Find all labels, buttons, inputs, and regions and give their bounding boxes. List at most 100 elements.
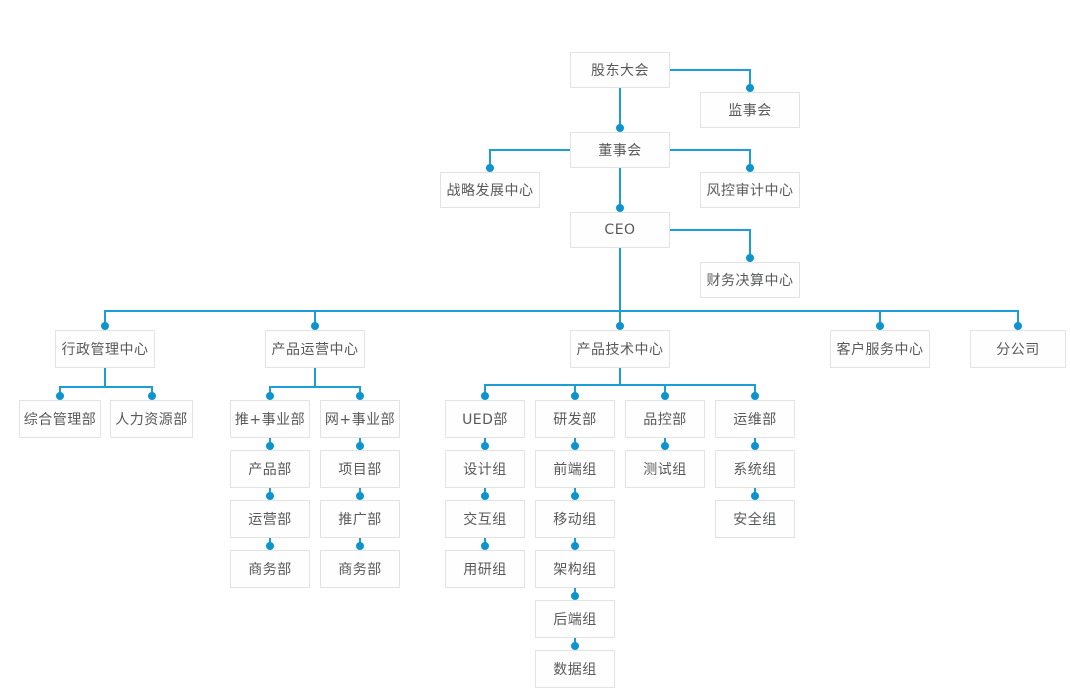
org-node-khfw: 客户服务中心	[830, 330, 930, 368]
connector-dot	[571, 592, 579, 600]
org-node-label: 移动组	[553, 512, 597, 528]
org-node-pkb: 品控部	[625, 400, 705, 438]
connector-dot	[266, 492, 274, 500]
connector-dot	[571, 442, 579, 450]
connector-line	[619, 310, 621, 328]
org-node-jsh: 监事会	[700, 92, 800, 128]
org-node-label: 前端组	[553, 462, 597, 478]
connector-line	[749, 149, 751, 170]
connector-dot	[266, 442, 274, 450]
connector-dot	[356, 392, 364, 400]
connector-dot	[486, 164, 494, 172]
org-node-cpjs: 产品技术中心	[570, 330, 670, 368]
org-node-label: 监事会	[728, 103, 772, 119]
org-node-hdz: 后端组	[535, 600, 615, 638]
connector-line	[754, 384, 756, 398]
org-node-jgz: 架构组	[535, 550, 615, 588]
connector-dot	[356, 442, 364, 450]
org-node-jhz: 交互组	[445, 500, 525, 538]
org-node-label: 测试组	[643, 462, 687, 478]
org-node-ydz: 移动组	[535, 500, 615, 538]
connector-line	[664, 384, 666, 398]
org-node-label: 运营部	[248, 512, 292, 528]
connector-line	[269, 386, 361, 388]
org-node-ceo: CEO	[570, 212, 670, 248]
org-node-swb1: 商务部	[230, 550, 310, 588]
org-node-label: CEO	[604, 222, 636, 238]
org-node-fksj: 风控审计中心	[700, 172, 800, 208]
org-node-label: 设计组	[463, 462, 507, 478]
connector-dot	[616, 124, 624, 132]
org-node-label: 董事会	[598, 143, 642, 159]
org-node-xmb: 项目部	[320, 450, 400, 488]
connector-dot	[481, 492, 489, 500]
org-node-yyb: 运营部	[230, 500, 310, 538]
connector-dot	[56, 392, 64, 400]
org-node-swb2: 商务部	[320, 550, 400, 588]
org-node-aqz: 安全组	[715, 500, 795, 538]
connector-dot	[616, 322, 624, 330]
connector-dot	[356, 542, 364, 550]
org-node-zlfz: 战略发展中心	[440, 172, 540, 208]
connector-dot	[746, 254, 754, 262]
org-node-tgb: 推广部	[320, 500, 400, 538]
org-node-yfb: 研发部	[535, 400, 615, 438]
org-node-label: 产品部	[248, 462, 292, 478]
connector-dot	[746, 164, 754, 172]
connector-line	[619, 88, 621, 130]
connector-line	[1017, 310, 1019, 328]
connector-dot	[616, 204, 624, 212]
connector-line	[749, 69, 751, 90]
connector-dot	[876, 322, 884, 330]
connector-line	[669, 69, 751, 71]
connector-dot	[266, 542, 274, 550]
org-node-label: 交互组	[463, 512, 507, 528]
org-node-label: 股东大会	[591, 63, 649, 79]
org-node-shjz: 数据组	[535, 650, 615, 688]
connector-dot	[571, 492, 579, 500]
connector-line	[669, 149, 751, 151]
connector-line	[104, 368, 106, 388]
connector-line	[879, 310, 881, 328]
connector-line	[484, 384, 486, 398]
org-node-label: 项目部	[338, 462, 382, 478]
org-node-label: 分公司	[996, 342, 1040, 358]
connector-dot	[661, 392, 669, 400]
connector-dot	[571, 542, 579, 550]
org-node-xtz: 系统组	[715, 450, 795, 488]
connector-line	[489, 149, 571, 151]
connector-dot	[751, 442, 759, 450]
connector-line	[669, 229, 751, 231]
org-node-zhgl: 综合管理部	[19, 400, 101, 438]
org-node-label: UED部	[462, 412, 508, 428]
org-node-label: 用研组	[463, 562, 507, 578]
org-node-label: 产品运营中心	[271, 342, 359, 358]
connector-dot	[101, 322, 109, 330]
connector-line	[314, 368, 316, 388]
org-node-label: 综合管理部	[23, 412, 97, 428]
connector-dot	[661, 442, 669, 450]
connector-dot	[481, 392, 489, 400]
connector-dot	[266, 392, 274, 400]
org-node-label: 架构组	[553, 562, 597, 578]
org-node-tsyb: 推+事业部	[230, 400, 310, 438]
connector-line	[489, 149, 491, 170]
org-node-csz: 测试组	[625, 450, 705, 488]
org-node-cpb: 产品部	[230, 450, 310, 488]
org-node-yrz: 用研组	[445, 550, 525, 588]
connector-line	[104, 310, 106, 328]
org-node-sjz: 设计组	[445, 450, 525, 488]
org-node-label: 人力资源部	[115, 412, 188, 428]
connector-dot	[356, 492, 364, 500]
connector-line	[574, 384, 576, 398]
org-node-gdh: 股东大会	[570, 52, 670, 88]
org-node-fgs: 分公司	[970, 330, 1066, 368]
org-node-cpyy: 产品运营中心	[265, 330, 365, 368]
org-node-label: 运维部	[733, 412, 777, 428]
org-node-label: 后端组	[553, 612, 597, 628]
connector-line	[619, 168, 621, 210]
org-node-label: 品控部	[643, 412, 687, 428]
connector-dot	[147, 392, 156, 400]
org-node-cwjs: 财务决算中心	[700, 262, 800, 298]
